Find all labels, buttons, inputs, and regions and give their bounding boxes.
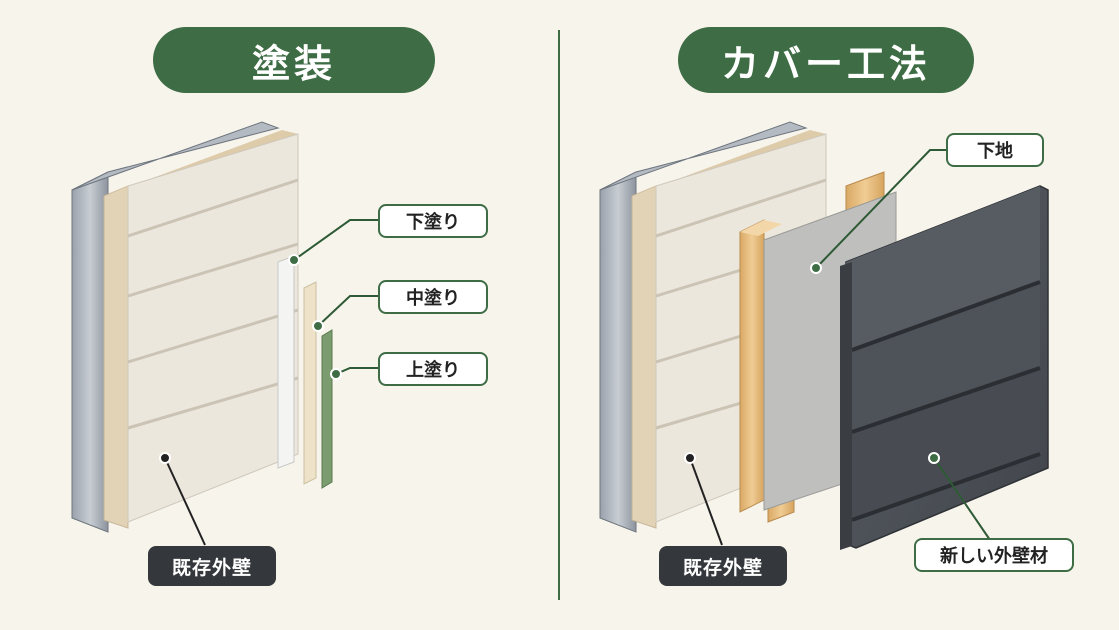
left-existing-wall-label: 既存外壁 bbox=[148, 546, 276, 586]
left-existing-wall bbox=[71, 121, 299, 533]
substrate-label: 下地 bbox=[946, 133, 1044, 167]
right-existing-wall-label: 既存外壁 bbox=[659, 546, 787, 586]
middlecoat-label: 中塗り bbox=[378, 280, 488, 314]
topcoat-label: 上塗り bbox=[378, 352, 488, 386]
middlecoat-layer bbox=[303, 281, 317, 485]
left-leaders bbox=[288, 219, 380, 380]
topcoat-layer bbox=[321, 329, 333, 489]
undercoat-layer bbox=[277, 255, 295, 469]
left-title: 塗装 bbox=[153, 27, 435, 93]
new-siding bbox=[840, 185, 1049, 550]
left-base-leader bbox=[159, 452, 206, 546]
right-title: カバー工法 bbox=[678, 27, 974, 93]
new-siding-label: 新しい外壁材 bbox=[914, 538, 1074, 572]
right-leaders bbox=[684, 149, 991, 546]
undercoat-label: 下塗り bbox=[378, 204, 488, 238]
